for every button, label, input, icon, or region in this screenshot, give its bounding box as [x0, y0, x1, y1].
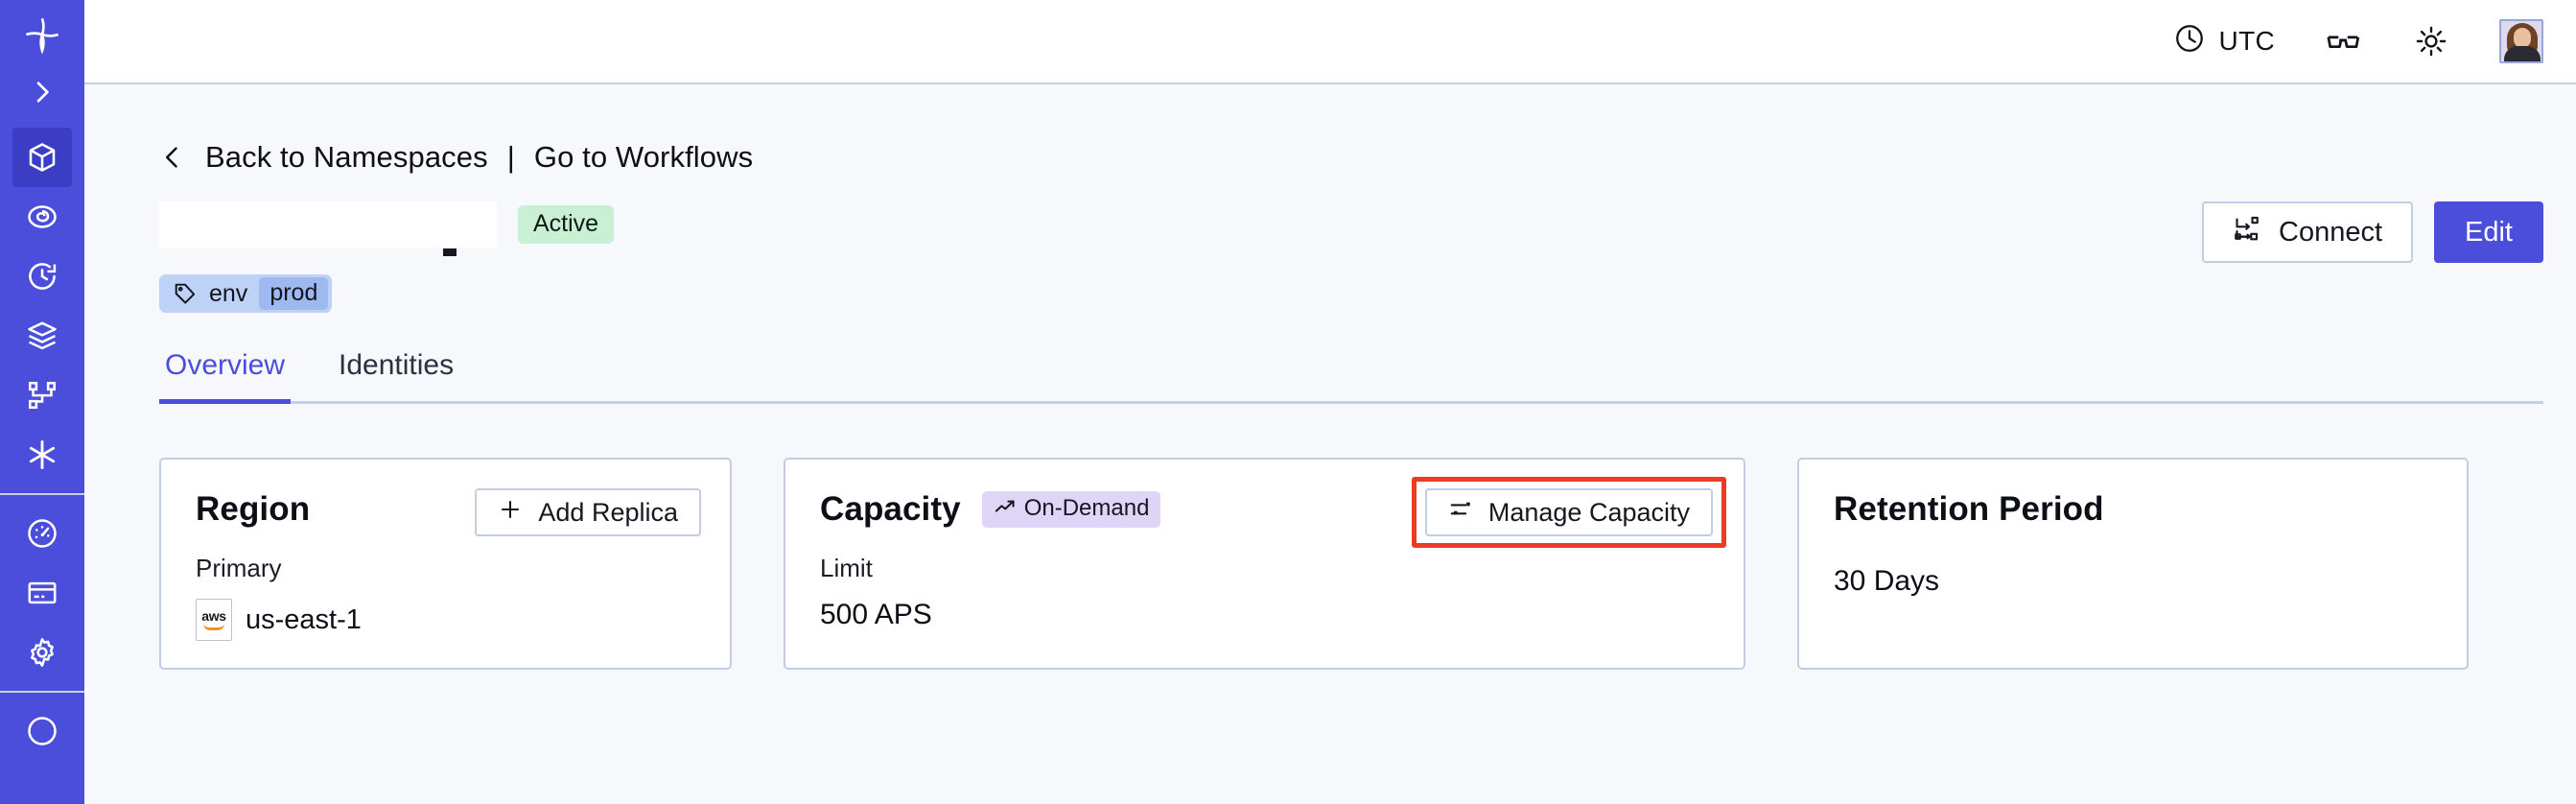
region-card-header: Region — [196, 490, 699, 529]
avatar[interactable] — [2499, 19, 2543, 63]
sidebar-item-billing[interactable] — [12, 563, 72, 623]
sidebar-item-nexus[interactable] — [12, 425, 72, 485]
region-card-title: Region — [196, 490, 311, 528]
status-badge: Active — [518, 205, 615, 244]
add-replica-button[interactable]: Add Replica — [475, 488, 701, 536]
retention-card-title: Retention Period — [1834, 490, 2104, 528]
breadcrumb: Back to Namespaces | Go to Workflows — [159, 140, 2543, 175]
connect-button-label: Connect — [2279, 216, 2383, 248]
capacity-card-header: Capacity On-Demand — [820, 490, 1713, 529]
tab-identities[interactable]: Identities — [339, 349, 455, 381]
retention-card-header: Retention Period — [1834, 490, 2436, 529]
expand-sidebar-icon[interactable] — [12, 63, 72, 121]
sun-icon[interactable] — [2411, 21, 2451, 61]
primary-sidebar — [0, 0, 84, 804]
trending-up-icon — [994, 495, 1017, 523]
on-demand-badge: On-Demand — [981, 491, 1161, 528]
sidebar-divider-bottom — [0, 691, 84, 693]
capacity-limit-label: Limit — [820, 554, 873, 582]
timezone-label: UTC — [2218, 26, 2275, 56]
connect-flow-icon — [2233, 214, 2261, 250]
top-bar: UTC — [84, 0, 2576, 84]
capacity-limit-value: 500 APS — [820, 599, 932, 630]
go-to-workflows-link[interactable]: Go to Workflows — [533, 140, 754, 174]
main-column: UTC — [84, 0, 2576, 804]
retention-card: Retention Period 30 Days — [1797, 458, 2469, 670]
page-content: Back to Namespaces | Go to Workflows Act… — [84, 84, 2576, 804]
logo-icon[interactable] — [12, 6, 72, 63]
on-demand-badge-label: On-Demand — [1023, 495, 1150, 521]
capacity-card: Capacity On-Demand — [784, 458, 1745, 670]
region-primary-label: Primary — [196, 554, 282, 582]
retention-value: 30 Days — [1834, 565, 1940, 597]
namespace-tabs: Overview Identities — [159, 349, 2543, 404]
sidebar-item-help[interactable] — [12, 701, 72, 761]
aws-logo-text: aws — [201, 608, 226, 624]
manage-capacity-button[interactable]: Manage Capacity — [1424, 488, 1713, 536]
sidebar-item-batch-operations[interactable] — [12, 306, 72, 366]
chevron-left-icon[interactable] — [159, 141, 186, 174]
clock-icon — [2173, 22, 2206, 61]
manage-capacity-label: Manage Capacity — [1487, 497, 1690, 527]
manage-capacity-highlight: Manage Capacity — [1411, 477, 1726, 548]
edit-button-label: Edit — [2465, 216, 2513, 248]
region-value: us-east-1 — [246, 603, 362, 635]
capacity-card-title: Capacity — [820, 490, 961, 528]
sidebar-item-usage[interactable] — [12, 504, 72, 563]
sidebar-item-settings[interactable] — [12, 623, 72, 682]
sliders-icon — [1448, 497, 1473, 529]
sidebar-item-observability[interactable] — [12, 187, 72, 247]
plus-icon — [498, 497, 523, 529]
tag-value: prod — [259, 277, 329, 310]
sidebar-item-schedules[interactable] — [12, 247, 72, 306]
overview-cards: Region Add Replica Primary — [159, 458, 2543, 670]
aws-logo-icon: aws — [196, 599, 232, 641]
glasses-icon[interactable] — [2323, 21, 2363, 61]
topbar-tools: UTC — [2173, 19, 2543, 63]
region-card: Region Add Replica Primary — [159, 458, 732, 670]
connect-button[interactable]: Connect — [2202, 201, 2414, 263]
sidebar-item-workflows[interactable] — [12, 366, 72, 425]
sidebar-divider — [0, 493, 84, 495]
add-replica-label: Add Replica — [538, 497, 678, 527]
tag-icon — [173, 281, 198, 306]
header-actions: Connect Edit — [2202, 201, 2543, 263]
namespace-title-row: Active — [159, 201, 2543, 263]
timezone-selector[interactable]: UTC — [2173, 22, 2275, 61]
tab-overview[interactable]: Overview — [159, 349, 292, 404]
tag-key: env — [209, 279, 248, 307]
edit-button[interactable]: Edit — [2434, 201, 2543, 263]
namespace-tag[interactable]: env prod — [159, 274, 333, 313]
region-value-row: aws us-east-1 — [196, 599, 699, 641]
back-to-namespaces-link[interactable]: Back to Namespaces — [205, 140, 488, 174]
add-replica-action: Add Replica — [475, 488, 701, 536]
breadcrumb-separator: | — [506, 140, 515, 174]
sidebar-item-namespaces[interactable] — [12, 128, 72, 187]
page-title — [159, 201, 497, 256]
